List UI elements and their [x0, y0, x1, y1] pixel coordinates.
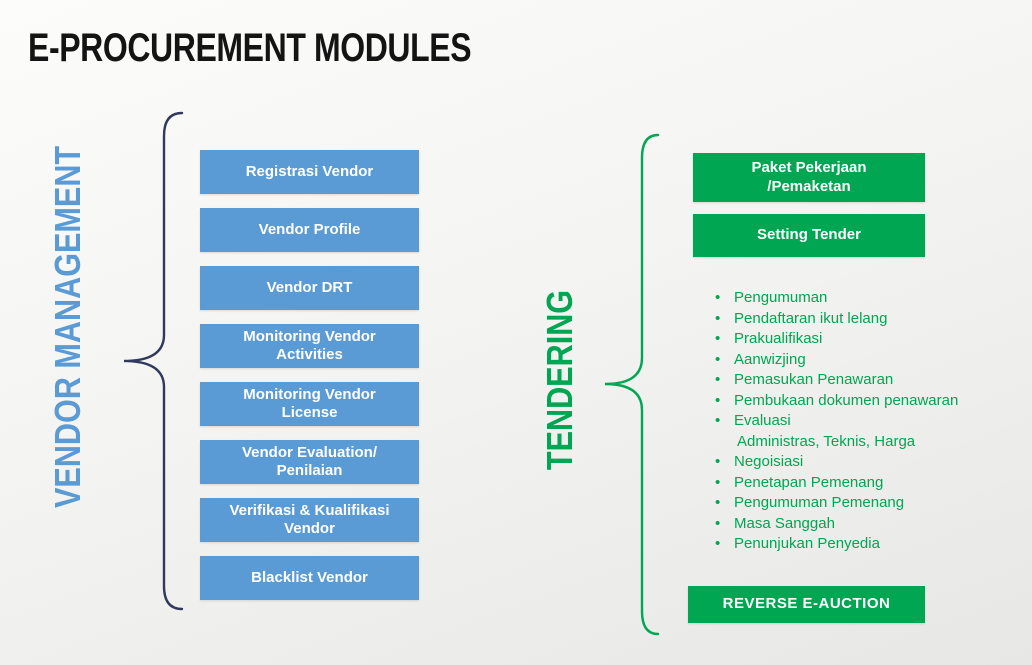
bullet-icon: •: [715, 289, 721, 306]
tender-step-label: Masa Sanggah: [734, 514, 835, 532]
tender-step-label: Evaluasi: [734, 412, 791, 429]
vendor-module-box: Vendor Profile: [200, 208, 419, 252]
vendor-module-box: Vendor Evaluation/ Penilaian: [200, 440, 419, 484]
vendor-module-box: Verifikasi & Kualifikasi Vendor: [200, 498, 419, 542]
tender-step-label: Pemasukan Penawaran: [734, 371, 894, 388]
tender-step-subitem: Administras, Teknis, Harga: [737, 432, 916, 450]
bullet-icon: •: [715, 473, 721, 491]
tender-step-item: • Evaluasi: [715, 411, 1015, 432]
tendering-brace-icon: [604, 133, 660, 636]
vendor-module-box: Monitoring Vendor License: [200, 382, 419, 426]
vendor-module-box: Blacklist Vendor: [200, 556, 419, 600]
tender-step-item: • Prakualifikasi: [715, 329, 1015, 350]
bullet-icon: •: [715, 514, 721, 532]
vendor-module-box: Vendor DRT: [200, 266, 419, 310]
tender-step-label: Prakualifikasi: [734, 330, 823, 347]
bullet-icon: •: [715, 453, 721, 470]
tender-step-label: Pendaftaran ikut lelang: [734, 309, 888, 327]
bullet-icon: •: [715, 309, 721, 327]
tender-step-item: • Negoisiasi: [715, 452, 1015, 473]
tender-step-label: Negoisiasi: [734, 453, 804, 470]
tender-step-item: • Pengumuman: [715, 288, 1015, 309]
reverse-e-auction-box: REVERSE E-AUCTION: [688, 586, 925, 623]
tender-step-label: Pengumuman Pemenang: [734, 494, 905, 511]
bullet-icon: •: [715, 330, 721, 347]
tender-step-item: • Masa Sanggah: [715, 514, 1015, 535]
tendering-label: TENDERING: [539, 289, 580, 471]
tender-step-label: Pengumuman: [734, 289, 828, 306]
paket-pekerjaan-box: Paket Pekerjaan /Pemaketan: [693, 153, 925, 202]
tender-step-label: Aanwizjing: [734, 350, 806, 368]
bullet-icon: •: [715, 350, 721, 368]
tender-step-item: • Pendaftaran ikut lelang: [715, 309, 1015, 330]
tender-step-label: Penunjukan Penyedia: [734, 535, 880, 552]
vendor-module-box: Monitoring Vendor Activities: [200, 324, 419, 368]
page-title: E-PROCUREMENT MODULES: [28, 26, 472, 70]
tender-step-item: • Penunjukan Penyedia: [715, 534, 1015, 555]
bullet-icon: •: [715, 391, 721, 409]
bullet-icon: •: [715, 494, 721, 511]
vendor-module-box: Registrasi Vendor: [200, 150, 419, 194]
tender-step-label: Penetapan Pemenang: [734, 473, 884, 491]
vendor-management-label: VENDOR MANAGEMENT: [47, 145, 88, 508]
bullet-icon: •: [715, 412, 721, 429]
tender-step-label: Pembukaan dokumen penawaran: [734, 391, 959, 409]
bullet-icon: •: [715, 535, 721, 552]
tender-step-item: • Pemasukan Penawaran: [715, 370, 1015, 391]
bullet-icon: •: [715, 371, 721, 388]
tender-steps-list: • Pengumuman • Pendaftaran ikut lelang • Prak…: [715, 288, 1015, 555]
tender-step-item: • Penetapan Pemenang: [715, 473, 1015, 494]
vendor-brace-icon: [123, 111, 184, 611]
tender-step-item: • Pembukaan dokumen penawaran: [715, 391, 1015, 412]
tender-step-item: • Pengumuman Pemenang: [715, 493, 1015, 514]
tender-step-item: • Aanwizjing: [715, 350, 1015, 371]
setting-tender-box: Setting Tender: [693, 214, 925, 257]
